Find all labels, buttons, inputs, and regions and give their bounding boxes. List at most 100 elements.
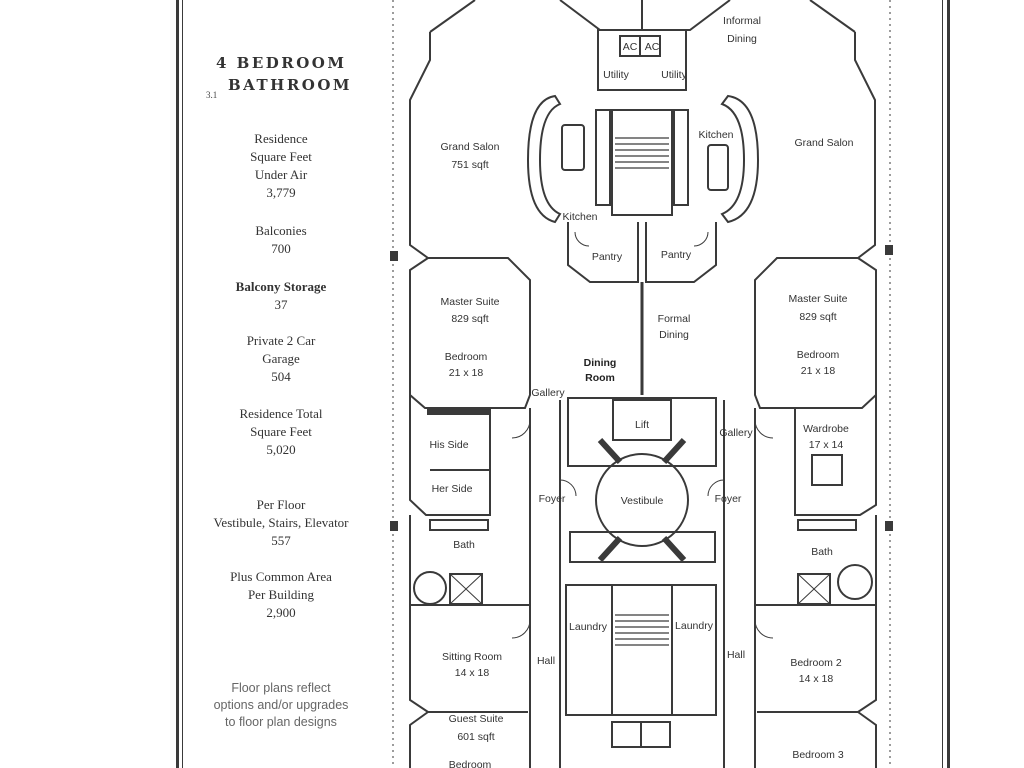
- stat-line: Vestibule, Stairs, Elevator: [213, 515, 349, 530]
- tub-right: [837, 564, 873, 600]
- stat-line: Balcony Storage: [235, 279, 327, 294]
- plan-title-line2: BATHROOM: [228, 76, 353, 94]
- grand-salon-right-top: [809, 0, 856, 33]
- label-wardrobe-size: 17 x 14: [809, 439, 844, 451]
- label-bedroom-left-size: 21 x 18: [449, 367, 484, 379]
- stat-line: Private 2 Car: [246, 333, 316, 348]
- stat-value: 700: [271, 241, 291, 256]
- master-suite-left-wall: [409, 257, 531, 409]
- stat-line: Residence Total: [239, 406, 323, 421]
- label-master-suite-right-sqft: 829 sqft: [799, 311, 836, 323]
- label-ac-2: AC: [645, 41, 660, 53]
- wardrobe-island: [811, 454, 843, 486]
- disclaimer: Floor plans reflect options and/or upgra…: [186, 680, 376, 731]
- label-foyer-right: Foyer: [715, 493, 742, 505]
- label-grand-salon-left-sqft: 751 sqft: [451, 159, 488, 171]
- label-gallery-right: Gallery: [719, 427, 753, 439]
- label-formal-dining: Formal: [658, 313, 691, 325]
- lower-core: [565, 584, 717, 716]
- label-wardrobe: Wardrobe: [803, 423, 849, 435]
- kitchen-cabinets-left: [595, 109, 611, 206]
- sitting-room-wall: [409, 605, 528, 713]
- label-kitchen-bottom: Kitchen: [562, 211, 597, 223]
- door-swings: [511, 231, 774, 639]
- label-vestibule: Vestibule: [621, 495, 664, 507]
- lower-stair-treads: [615, 614, 669, 646]
- lift-car: [612, 399, 672, 441]
- column: [390, 251, 398, 261]
- stat-line: Square Feet: [250, 149, 312, 164]
- label-laundry-left: Laundry: [569, 621, 608, 633]
- label-utility-right: Utility: [661, 69, 687, 81]
- room-labels: Informal Dining AC AC Utility Utility Gr…: [429, 15, 853, 768]
- stat-balconies: Balconies 700: [186, 222, 376, 258]
- stat-line: Per Floor: [256, 497, 306, 512]
- label-guest-suite: Guest Suite: [449, 713, 504, 725]
- kitchen-counter-right: [720, 94, 760, 224]
- pantry-left-wall: [567, 222, 639, 283]
- label-pantry-left: Pantry: [592, 251, 623, 263]
- label-dining-room: Dining: [584, 357, 617, 369]
- master-suite-right-wall: [754, 257, 877, 409]
- grand-salon-left-top: [429, 0, 476, 33]
- tub-left: [413, 571, 447, 605]
- walls: [390, 0, 893, 768]
- label-laundry-right: Laundry: [675, 620, 714, 632]
- label-his-side: His Side: [429, 439, 468, 451]
- label-master-suite-left: Master Suite: [441, 296, 500, 308]
- vestibule-rotunda: [595, 453, 689, 547]
- lift-block: [567, 397, 717, 467]
- stat-line: Garage: [262, 351, 300, 366]
- label-hall-left: Hall: [537, 655, 555, 667]
- label-guest-suite-sqft: 601 sqft: [457, 731, 494, 743]
- label-bedroom-right-size: 21 x 18: [801, 365, 836, 377]
- kitchen-cabinets-right: [673, 109, 689, 206]
- vestibule-columns: [597, 437, 687, 563]
- closets-left: [409, 395, 491, 516]
- bedroom-3-wall: [857, 711, 877, 768]
- label-pantry-right: Pantry: [661, 249, 692, 261]
- vanity-right: [797, 519, 857, 531]
- bedroom-2-wall: [757, 605, 877, 713]
- disclaimer-line: Floor plans reflect: [231, 681, 331, 695]
- label-utility-left: Utility: [603, 69, 629, 81]
- grand-salon-left-wall: [409, 32, 431, 259]
- vestibule-lower-wall: [569, 531, 716, 563]
- stat-line: Balconies: [255, 223, 307, 238]
- bath-left-wall: [409, 515, 531, 606]
- stat-balcony-storage: Balcony Storage 37: [186, 278, 376, 314]
- label-bedroom-3: Bedroom 3: [792, 749, 844, 761]
- label-bedroom-2-size: 14 x 18: [799, 673, 834, 685]
- stat-value: 5,020: [266, 442, 296, 457]
- plan-number: 3.1: [206, 90, 218, 100]
- label-her-side: Her Side: [432, 483, 473, 495]
- shower-left: [449, 573, 483, 605]
- grand-salon-right-wall: [854, 32, 876, 259]
- stat-line: Plus Common Area: [230, 569, 332, 584]
- shower-right: [797, 573, 831, 605]
- stat-residence-under-air: Residence Square Feet Under Air 3,779: [186, 130, 376, 202]
- label-grand-salon-right: Grand Salon: [795, 137, 854, 149]
- upper-stair-treads: [615, 137, 669, 169]
- vanity-left: [429, 519, 489, 531]
- stat-common-area: Plus Common Area Per Building 2,900: [186, 568, 376, 622]
- island-sink-left: [561, 124, 585, 171]
- frame-left-outer: [176, 0, 179, 768]
- stat-value: 37: [274, 297, 288, 312]
- column: [885, 521, 893, 531]
- stat-value: 3,779: [266, 185, 296, 200]
- label-hall-right: Hall: [727, 649, 745, 661]
- label-bedroom-left: Bedroom: [445, 351, 488, 363]
- wardrobe-right-wall: [794, 395, 877, 516]
- pantry-right-wall: [645, 222, 717, 283]
- column: [390, 521, 398, 531]
- label-bedroom-2: Bedroom 2: [790, 657, 842, 669]
- closet-shelf: [427, 409, 489, 415]
- label-kitchen-top: Kitchen: [698, 129, 733, 141]
- label-informal-dining-2: Dining: [727, 33, 757, 45]
- column: [885, 245, 893, 255]
- stat-garage: Private 2 Car Garage 504: [186, 332, 376, 386]
- label-gallery-left: Gallery: [531, 387, 565, 399]
- label-bedroom-bottom-left: Bedroom: [449, 759, 492, 768]
